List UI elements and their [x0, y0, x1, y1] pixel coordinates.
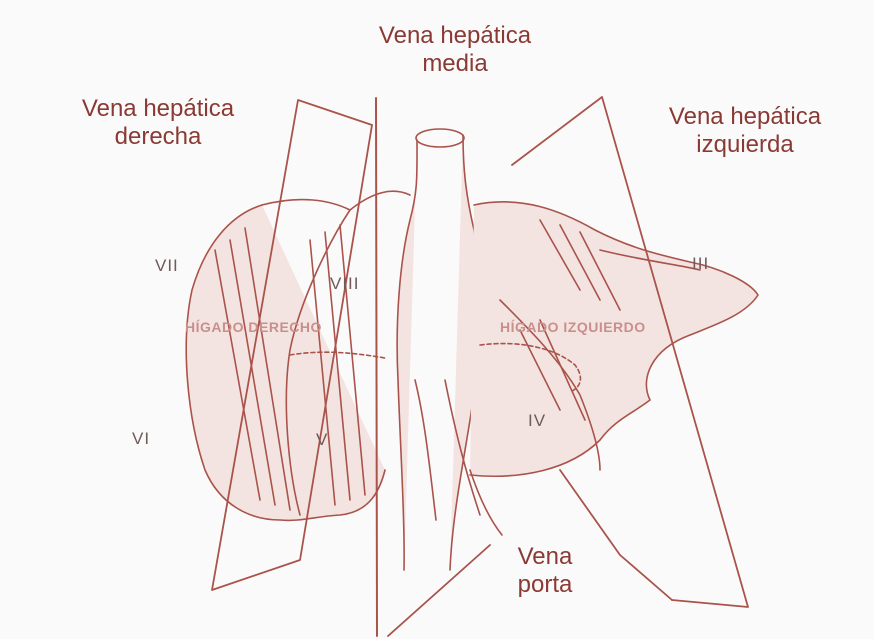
segment-viii: VIII	[330, 274, 360, 294]
middle-hepatic-vein-label-line2: media	[360, 50, 550, 78]
middle-hepatic-vein-label: Vena hepática media	[360, 22, 550, 78]
vena-cava	[397, 135, 478, 570]
portal-vein-label-line1: Vena	[495, 543, 595, 571]
right-hepatic-vein-label-line2: derecha	[58, 123, 258, 151]
middle-hepatic-vein-label-line1: Vena hepática	[360, 22, 550, 50]
segment-vi: VI	[132, 429, 150, 449]
right-hepatic-vein-label-line1: Vena hepática	[58, 95, 258, 123]
left-liver-outline	[470, 202, 758, 476]
portal-vein-label-line2: porta	[495, 571, 595, 599]
left-liver-label: HÍGADO IZQUIERDO	[500, 319, 646, 335]
segment-iv: IV	[528, 411, 546, 431]
segment-iii: III	[692, 254, 709, 274]
vena-cava-opening	[416, 129, 464, 147]
right-liver-label: HÍGADO DERECHO	[185, 319, 322, 335]
left-hepatic-vein-label: Vena hepática izquierda	[645, 103, 845, 159]
portal-vein-label: Vena porta	[495, 543, 595, 599]
segment-v: V	[316, 430, 328, 450]
middle-hepatic-plane	[376, 98, 377, 636]
right-hepatic-vein-label: Vena hepática derecha	[58, 95, 258, 151]
segment-vii: VII	[155, 256, 179, 276]
left-hepatic-vein-label-line2: izquierda	[645, 131, 845, 159]
left-hepatic-vein-label-line1: Vena hepática	[645, 103, 845, 131]
